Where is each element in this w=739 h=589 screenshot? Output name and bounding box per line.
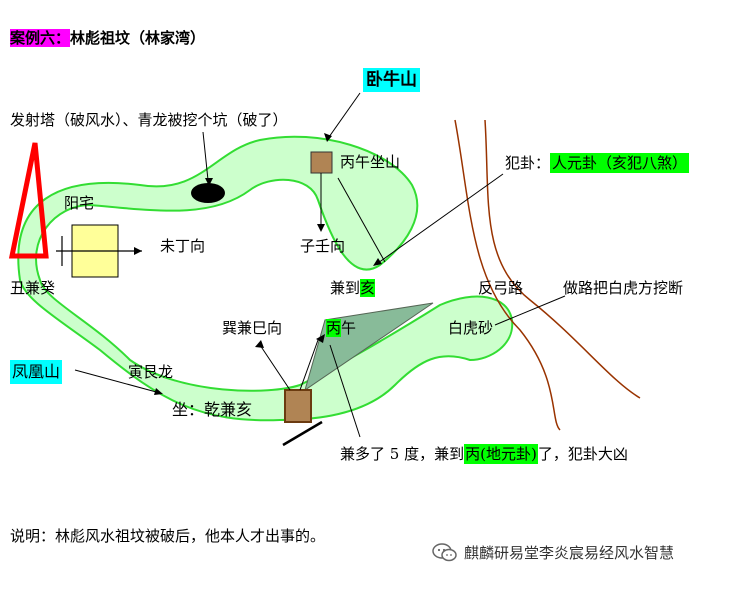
explanation-text: 说明：林彪风水祖坟被破后，他本人才出事的。 bbox=[10, 527, 326, 545]
label-zuo-qian-jian-hai: 坐：乾兼亥 bbox=[172, 400, 253, 419]
label-jian-duo-le: 兼多了 5 度，兼到 bbox=[340, 445, 465, 463]
ancestral-grave bbox=[284, 389, 312, 423]
leader-lines bbox=[74, 92, 566, 438]
label-bing-wu-zuo-shan: 丙午坐山 bbox=[340, 153, 401, 171]
title: 案例六：林彪祖坟（林家湾） bbox=[10, 28, 205, 48]
label-bing: 丙 bbox=[326, 319, 342, 337]
label-wo-niu-shan: 卧牛山 bbox=[363, 68, 420, 92]
label-fan-gua-header: 犯卦：人元卦（亥犯八煞） bbox=[505, 153, 690, 173]
road-outer bbox=[484, 119, 641, 399]
label-bai-hu-sha: 白虎砂 bbox=[448, 319, 494, 337]
wechat-icon bbox=[432, 542, 457, 561]
label-fan-gua: 犯卦： bbox=[505, 154, 551, 172]
label-feng-huang-shan: 凤凰山 bbox=[10, 360, 63, 384]
label-yang-zhai: 阳宅 bbox=[64, 194, 95, 212]
label-hai: 亥 bbox=[360, 279, 376, 297]
pit bbox=[191, 183, 225, 203]
arrowheads bbox=[154, 133, 382, 395]
label-chou-jian-gui: 丑兼癸 bbox=[10, 279, 56, 297]
watermark-text: 麒麟研易堂李炎宸易经风水智慧 bbox=[464, 544, 675, 562]
top-grave bbox=[310, 151, 333, 174]
label-bing-di-yuan-gua: 丙(地元卦) bbox=[464, 444, 538, 464]
house-arrowhead bbox=[134, 247, 142, 255]
label-fa-she-ta: 发射塔（破风水）、青龙被挖个坑（破了） bbox=[10, 111, 288, 129]
title-name: 林彪祖坟（林家湾） bbox=[70, 29, 206, 47]
watermark: 麒麟研易堂李炎宸易经风水智慧 bbox=[432, 542, 674, 563]
grave-base-line bbox=[282, 420, 323, 447]
title-case: 案例六： bbox=[10, 29, 71, 47]
dragon-ridge bbox=[17, 135, 514, 422]
label-yin-gen-long: 寅艮龙 bbox=[128, 363, 174, 381]
label-bing-wu: 丙午 bbox=[326, 318, 356, 338]
label-zuo-lu: 做路把白虎方挖断 bbox=[563, 279, 684, 297]
label-jian-duo-le-line: 兼多了 5 度，兼到丙(地元卦)了，犯卦大凶 bbox=[340, 444, 628, 464]
label-jian-dao-hai: 兼到亥 bbox=[330, 278, 376, 298]
road-inner bbox=[454, 119, 561, 431]
transmitting-tower bbox=[8, 142, 49, 259]
label-zi-ren-xiang: 子壬向 bbox=[300, 237, 346, 255]
label-ren-yuan-gua: 人元卦（亥犯八煞） bbox=[550, 153, 690, 173]
label-wei-ding-xiang: 未丁向 bbox=[160, 237, 206, 255]
label-fan-gua-da-xiong: 了，犯卦大凶 bbox=[537, 445, 628, 463]
label-wu: 午 bbox=[341, 319, 357, 337]
top-grave-arrowhead bbox=[317, 224, 325, 232]
label-jian-dao: 兼到 bbox=[330, 279, 361, 297]
label-xun-jian-si-xiang: 巽兼巳向 bbox=[222, 319, 283, 337]
label-fan-gong-lu: 反弓路 bbox=[478, 279, 524, 297]
